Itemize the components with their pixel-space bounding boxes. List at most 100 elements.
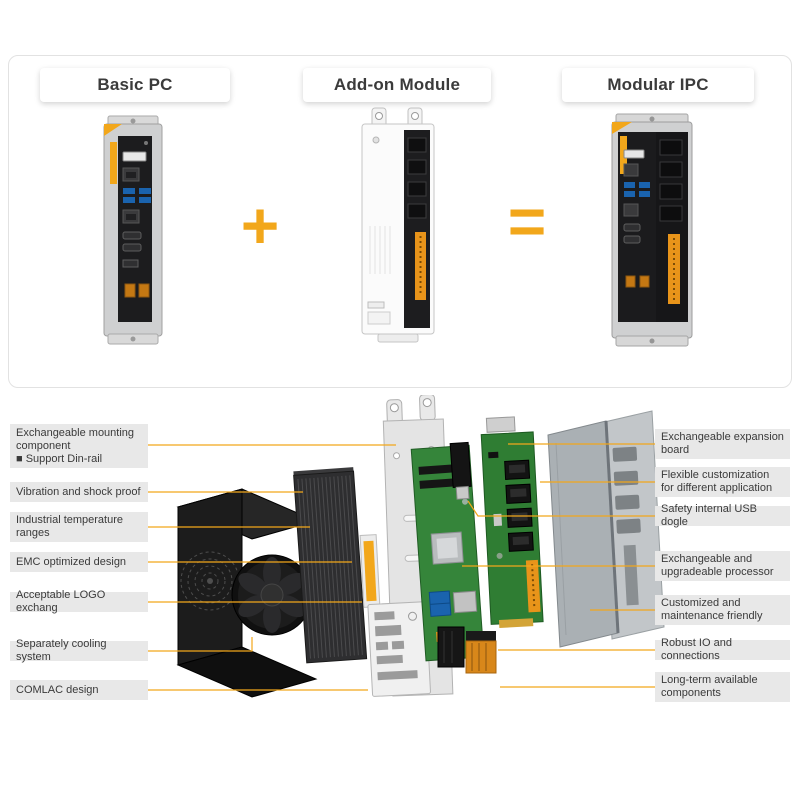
flange-hole <box>130 118 136 124</box>
callout-maintenance-friendly: Customized and maintenance friendly <box>655 595 790 625</box>
addon-module-illustration <box>361 107 435 343</box>
hdmi-port-icon <box>623 223 641 232</box>
callout-longterm-components: Long-term available components <box>655 672 790 702</box>
callout-mounting-component: Exchangeable mounting component ■ Suppor… <box>10 424 148 468</box>
callout-label: Vibration and shock proof <box>16 485 141 498</box>
orange-corner-sticker <box>104 124 122 136</box>
addon-module-image <box>348 106 448 359</box>
label-plate <box>367 311 391 325</box>
callout-logo-exchange: Acceptable LOGO exchang <box>10 589 148 614</box>
callout-expansion-board: Exchangeable expansion board <box>655 429 790 459</box>
modular-ipc-illustration <box>611 113 693 347</box>
flange-hole <box>649 116 655 122</box>
column-header-label: Add-on Module <box>333 75 461 94</box>
ethernet-port-icon <box>407 203 427 219</box>
column-header-label: Basic PC <box>97 75 173 94</box>
ethernet-port-icon <box>623 163 639 177</box>
terminal-connectors-part <box>437 626 497 674</box>
usb-port-icon <box>624 191 635 197</box>
callout-cooling-system: Separately cooling system <box>10 638 148 663</box>
dp-port-icon <box>122 259 139 268</box>
orange-label-strip <box>110 142 117 184</box>
callout-label: EMC optimized design <box>16 555 127 568</box>
mount-hole <box>375 112 383 120</box>
power-button-icon <box>144 141 148 145</box>
hdmi-port-icon <box>623 235 641 244</box>
sim-slot-icon <box>367 301 385 309</box>
led-indicator-icon <box>372 136 380 144</box>
callout-upgradeable-processor: Exchangeable and upgradeable processor <box>655 551 790 581</box>
modular-ipc-image <box>602 108 702 361</box>
heatsink-part <box>293 467 368 664</box>
bottom-foot <box>377 333 419 343</box>
column-header-label: Modular IPC <box>607 75 709 94</box>
ethernet-jack <box>126 172 136 178</box>
front-cover-part <box>547 420 620 648</box>
usb-port-icon <box>139 197 151 203</box>
callout-label: Safety internal USB dogle <box>661 503 757 528</box>
terminal-connector-icon <box>138 283 150 298</box>
hdmi-port-icon <box>122 231 142 240</box>
callout-comlac-design: COMLAC design <box>10 680 148 700</box>
plus-sign: + <box>225 192 295 258</box>
usb-port-icon <box>639 191 650 197</box>
ethernet-port-icon <box>659 183 683 200</box>
callout-lines <box>146 443 657 691</box>
ethernet-port-icon <box>407 137 427 153</box>
callout-label: Acceptable LOGO exchang <box>16 589 106 614</box>
terminal-connector-icon <box>124 283 136 298</box>
usb-port-icon <box>639 182 650 188</box>
expansion-board-part <box>480 416 544 628</box>
flange-hole <box>649 338 655 344</box>
callout-usb-dongle: Safety internal USB dogle <box>655 503 790 528</box>
callout-industrial-temperature: Industrial temperature ranges <box>10 512 148 542</box>
callout-label: Exchangeable and upgradeable processor <box>661 553 774 578</box>
column-header-basic-pc: Basic PC <box>40 68 230 102</box>
equals-sign: = <box>492 188 562 254</box>
callout-flexible-customization: Flexible customization for different app… <box>655 467 790 497</box>
dvi-port-icon <box>623 149 645 159</box>
usb-port-icon <box>139 188 151 194</box>
callout-emc-design: EMC optimized design <box>10 552 148 572</box>
mount-hole <box>411 112 419 120</box>
usb-dongle-part <box>449 441 472 500</box>
column-header-addon-module: Add-on Module <box>303 68 491 102</box>
column-header-modular-ipc: Modular IPC <box>562 68 754 102</box>
terminal-connector-icon <box>625 275 636 288</box>
basic-pc-image <box>88 110 178 355</box>
hdmi-port-icon <box>122 243 142 252</box>
callout-label: Separately cooling system <box>16 638 107 663</box>
ethernet-port-icon <box>659 161 683 178</box>
equals-glyph: = <box>507 184 547 258</box>
ethernet-port-icon <box>407 181 427 197</box>
ethernet-port-icon <box>659 205 683 222</box>
ethernet-port-icon <box>407 159 427 175</box>
callout-label: Flexible customization for different app… <box>661 469 773 494</box>
ethernet-port-icon <box>623 203 639 217</box>
callout-label: Exchangeable mounting component <box>16 426 135 452</box>
orange-corner-sticker <box>612 122 632 134</box>
callout-label: Industrial temperature ranges <box>16 514 123 539</box>
flange-hole <box>130 336 136 342</box>
callout-label: COMLAC design <box>16 683 99 696</box>
usb-port-icon <box>123 197 135 203</box>
basic-pc-illustration <box>103 115 163 345</box>
callout-label: Robust IO and connections <box>661 637 732 662</box>
callout-vibration-shock: Vibration and shock proof <box>10 482 148 502</box>
callout-sublabel: ■ Support Din-rail <box>16 452 103 465</box>
terminal-connector-icon <box>639 275 650 288</box>
io-faceplate-part <box>367 601 431 697</box>
usb-port-icon <box>123 188 135 194</box>
fan-part <box>231 554 313 636</box>
plus-glyph: + <box>240 188 280 262</box>
usb-port-icon <box>624 182 635 188</box>
callout-label: Long-term available components <box>661 674 758 699</box>
ethernet-port-icon <box>659 139 683 156</box>
exploded-view-diagram <box>146 395 665 698</box>
logo-strip-part <box>359 534 381 608</box>
ethernet-jack <box>126 214 136 220</box>
callout-robust-io: Robust IO and connections <box>655 637 790 662</box>
callout-label: Customized and maintenance friendly <box>661 597 763 622</box>
callout-label: Exchangeable expansion board <box>661 431 784 456</box>
